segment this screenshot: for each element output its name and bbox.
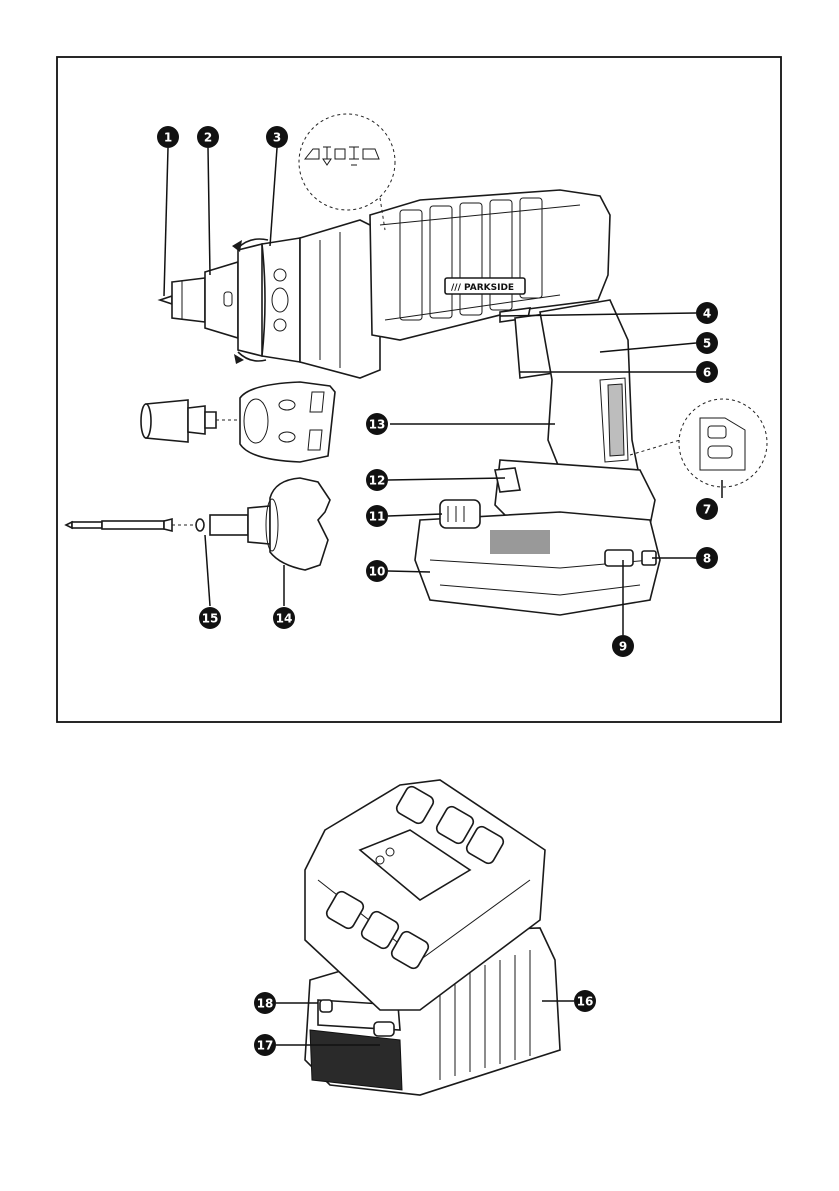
callout-1: 1 bbox=[157, 126, 179, 148]
svg-text:14: 14 bbox=[276, 612, 293, 626]
svg-text:9: 9 bbox=[619, 640, 627, 654]
svg-text:3: 3 bbox=[273, 131, 281, 145]
callout-2: 2 bbox=[197, 126, 219, 148]
battery-release-button bbox=[440, 500, 480, 528]
charger-led-green bbox=[374, 1022, 394, 1036]
svg-text:1: 1 bbox=[164, 131, 172, 145]
svg-text:12: 12 bbox=[369, 474, 386, 488]
bit-holder bbox=[172, 278, 205, 322]
figure-frame bbox=[57, 57, 781, 722]
accessory-bit-assembly bbox=[66, 478, 330, 570]
charge-indicator bbox=[605, 550, 633, 566]
svg-text:16: 16 bbox=[577, 995, 594, 1009]
callout-9: 9 bbox=[612, 635, 634, 657]
callout-17: 17 bbox=[254, 1034, 276, 1056]
bit-tip bbox=[160, 296, 172, 304]
screwdriver-illustration: /// PARKSIDE bbox=[160, 190, 660, 615]
callout-8: 8 bbox=[696, 547, 718, 569]
callout-12: 12 bbox=[366, 469, 388, 491]
accessory-depth-stop bbox=[141, 382, 335, 462]
charger-led-red bbox=[320, 1000, 332, 1012]
svg-text:5: 5 bbox=[703, 337, 711, 351]
callout-18: 18 bbox=[254, 992, 276, 1014]
svg-text:15: 15 bbox=[202, 612, 219, 626]
callout-6: 6 bbox=[696, 361, 718, 383]
svg-text:18: 18 bbox=[257, 997, 274, 1011]
svg-text:7: 7 bbox=[703, 503, 711, 517]
belt-clip-detail-zoom bbox=[630, 399, 767, 487]
svg-text:6: 6 bbox=[703, 366, 711, 380]
svg-text:10: 10 bbox=[369, 565, 386, 579]
callout-4: 4 bbox=[696, 302, 718, 324]
callout-13: 13 bbox=[366, 413, 388, 435]
nose-cap bbox=[270, 478, 330, 570]
brand-label: /// PARKSIDE bbox=[451, 283, 514, 293]
callout-10: 10 bbox=[366, 560, 388, 582]
callout-5: 5 bbox=[696, 332, 718, 354]
charger-illustration bbox=[305, 780, 560, 1095]
work-light bbox=[495, 468, 520, 492]
svg-text:11: 11 bbox=[369, 510, 386, 524]
svg-text:17: 17 bbox=[257, 1039, 274, 1053]
adjusting-ring bbox=[238, 244, 262, 356]
callout-15: 15 bbox=[199, 607, 221, 629]
callout-16: 16 bbox=[574, 990, 596, 1012]
bit-holder-ring bbox=[196, 519, 204, 531]
svg-text:2: 2 bbox=[204, 131, 212, 145]
callout-14: 14 bbox=[273, 607, 295, 629]
callout-3: 3 bbox=[266, 126, 288, 148]
svg-text:13: 13 bbox=[369, 418, 386, 432]
charger-grille bbox=[310, 1030, 402, 1090]
callout-7: 7 bbox=[696, 498, 718, 520]
svg-text:4: 4 bbox=[703, 307, 711, 321]
svg-text:8: 8 bbox=[703, 552, 711, 566]
callout-11: 11 bbox=[366, 505, 388, 527]
